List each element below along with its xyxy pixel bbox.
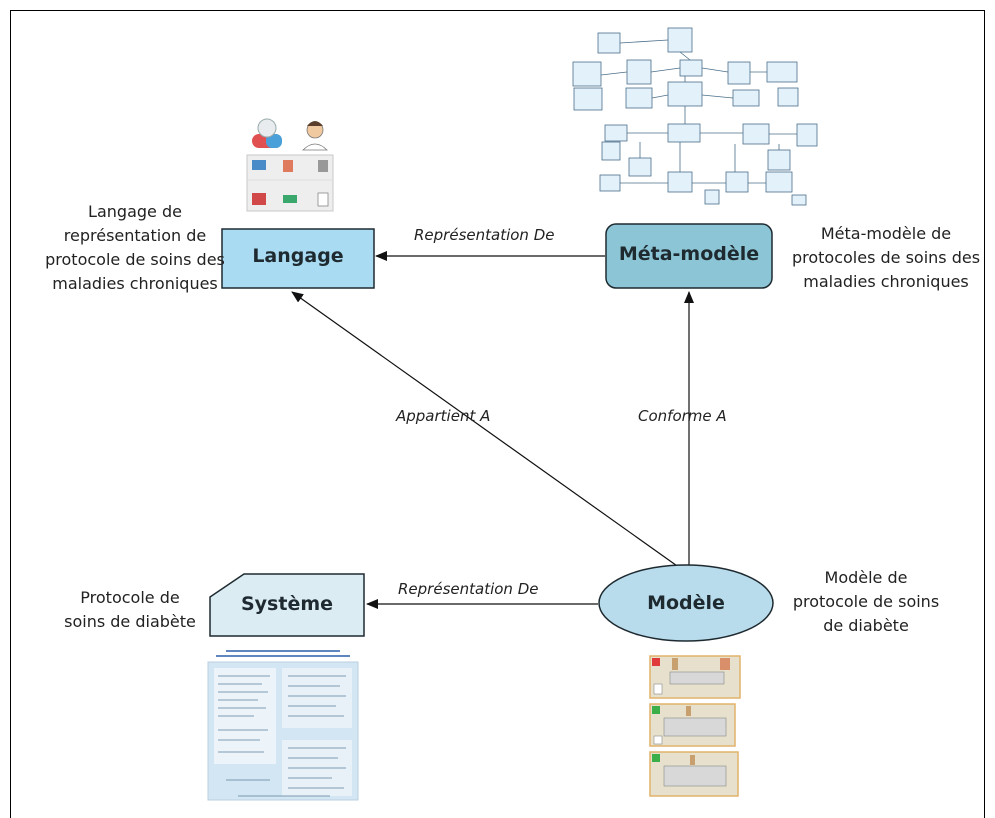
langage-caption-line: protocole de soins des — [45, 250, 225, 269]
edge-label-modele-to-langage: Appartient A — [396, 407, 491, 425]
edge-modele-to-langage — [291, 291, 681, 569]
system-caption-line: Protocole de — [80, 588, 180, 607]
meta-model-caption-line: Méta-modèle de — [820, 224, 952, 243]
system-caption-line: soins de diabète — [64, 612, 196, 631]
model-caption-line: Modèle de — [824, 568, 908, 587]
protocol-document-illustration — [207, 647, 359, 801]
meta-model-node — [605, 223, 773, 289]
meta-model-label: Méta-modèle — [618, 243, 760, 265]
model-caption-line: protocole de soins — [792, 592, 940, 611]
langage-node — [221, 228, 375, 289]
edge-label-modele-to-systeme: Représentation De — [398, 580, 539, 598]
meta-model-caption-line: maladies chroniques — [803, 272, 969, 291]
system-caption: Protocole de soins de diabète — [56, 586, 204, 634]
langage-caption-line: représentation de — [63, 226, 207, 245]
meta-model-caption: Méta-modèle de protocoles de soins des m… — [786, 222, 986, 294]
meta-model-caption-line: protocoles de soins des — [791, 248, 981, 267]
doctor-icon — [302, 121, 328, 151]
edge-label-modele-to-meta: Conforme A — [638, 407, 727, 425]
model-label: Modèle — [647, 592, 725, 614]
model-node — [598, 564, 774, 642]
system-label: Système — [240, 593, 334, 615]
uml-class-diagram-illustration — [572, 27, 818, 206]
model-caption-line: de diabète — [823, 616, 909, 635]
langage-caption-line: Langage de — [88, 202, 182, 221]
medical-icons-illustration — [246, 118, 334, 212]
edge-label-meta-to-langage: Représentation De — [414, 226, 555, 244]
pill-icon — [252, 118, 282, 148]
protocol-model-cards-illustration — [649, 655, 741, 797]
diagram-frame — [10, 10, 985, 818]
model-caption: Modèle de protocole de soins de diabète — [776, 566, 956, 638]
langage-label: Langage — [252, 245, 344, 267]
system-node — [209, 573, 365, 637]
langage-caption-line: maladies chroniques — [52, 274, 218, 293]
langage-caption: Langage de représentation de protocole d… — [40, 200, 230, 296]
